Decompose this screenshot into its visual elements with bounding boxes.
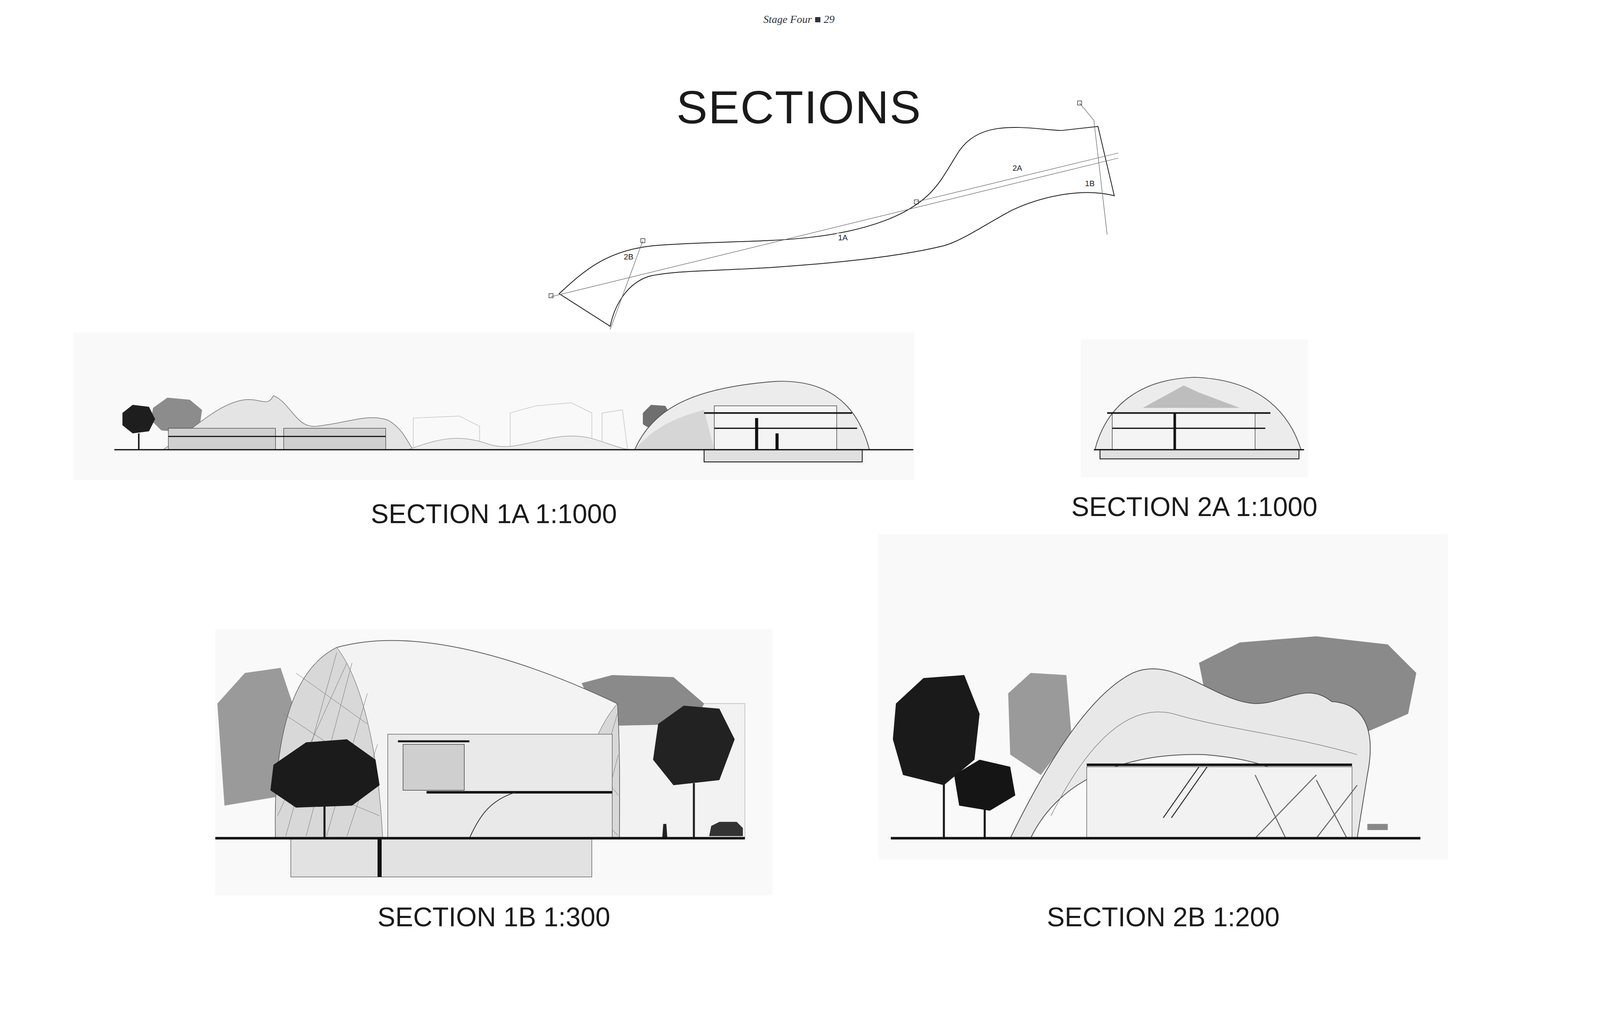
car bbox=[709, 822, 743, 837]
panel-ground bbox=[878, 534, 1449, 860]
canopy-roof bbox=[1010, 669, 1370, 839]
person bbox=[662, 824, 668, 839]
ground-line bbox=[890, 837, 1421, 840]
interior-volume bbox=[1086, 767, 1353, 839]
ground-line bbox=[114, 449, 914, 451]
section-1b-drawing bbox=[215, 640, 745, 878]
dome bbox=[1095, 377, 1302, 450]
glazing bbox=[402, 744, 465, 791]
section-2b-drawing bbox=[890, 636, 1421, 839]
wall bbox=[755, 418, 758, 450]
floor-slab bbox=[1112, 427, 1265, 430]
floor-slab bbox=[168, 435, 386, 438]
section-marker bbox=[914, 200, 919, 205]
section-panel: SECTION 1B 1:300 bbox=[215, 629, 773, 938]
strut bbox=[1255, 775, 1358, 839]
building-volume bbox=[168, 428, 276, 450]
tree-trunk bbox=[692, 783, 695, 839]
basement bbox=[704, 450, 863, 463]
section-caption: SECTION 2A 1:1000 bbox=[1071, 491, 1318, 523]
floor-slab bbox=[426, 791, 613, 794]
section-caption: SECTION 1B 1:300 bbox=[377, 902, 610, 933]
page-title: SECTIONS bbox=[676, 80, 922, 135]
floor-slab bbox=[1086, 763, 1353, 767]
floor-slab bbox=[704, 412, 853, 415]
landscape-wave bbox=[408, 436, 633, 450]
bench bbox=[1367, 824, 1388, 831]
stair bbox=[1163, 767, 1208, 818]
section-mark: 1B bbox=[1083, 179, 1096, 189]
section-mark: 2B bbox=[622, 252, 635, 262]
section-line bbox=[1079, 102, 1094, 121]
tree-trunk bbox=[137, 433, 140, 450]
key-plan bbox=[549, 100, 1119, 330]
floor-slab bbox=[1107, 412, 1271, 415]
basement bbox=[290, 838, 592, 878]
section-marker bbox=[640, 238, 645, 243]
panel-ground bbox=[73, 332, 915, 481]
dome bbox=[634, 381, 870, 450]
section-panel: SECTION 1A 1:1000 bbox=[73, 332, 915, 534]
mountain-backdrop bbox=[1142, 385, 1240, 408]
page-header: Stage Four ■ 29 bbox=[762, 13, 836, 26]
stair bbox=[469, 792, 516, 839]
section-panel: SECTION 2A 1:1000 bbox=[1062, 340, 1326, 528]
ground-line bbox=[215, 837, 745, 840]
section-line bbox=[550, 157, 1119, 297]
tree bbox=[954, 760, 1016, 811]
berm bbox=[634, 410, 715, 450]
wave-roof bbox=[163, 395, 414, 450]
section-mark: 1A bbox=[836, 233, 849, 243]
tree bbox=[122, 405, 155, 434]
tree bbox=[652, 705, 735, 786]
section-line bbox=[916, 152, 1119, 203]
section-caption: SECTION 1A 1:1000 bbox=[370, 498, 618, 530]
tree bbox=[270, 739, 380, 808]
site-outline bbox=[559, 126, 1115, 327]
section-panel: SECTION 2B 1:200 bbox=[878, 534, 1449, 937]
section-marker bbox=[1077, 100, 1082, 105]
basement bbox=[1100, 450, 1300, 460]
tree-trunk bbox=[323, 805, 326, 839]
section-1a-drawing bbox=[114, 381, 914, 463]
interior-volume bbox=[1112, 413, 1255, 450]
panel-ground bbox=[215, 629, 773, 896]
wall bbox=[1173, 413, 1176, 450]
section-2a-drawing bbox=[1093, 377, 1304, 460]
floor-slab bbox=[714, 427, 858, 430]
tree-trunk bbox=[983, 807, 986, 839]
wall bbox=[775, 433, 779, 450]
section-marker bbox=[549, 293, 554, 298]
floor-slab bbox=[397, 740, 470, 743]
section-mark: 2A bbox=[1011, 163, 1024, 173]
vault-roof bbox=[275, 640, 620, 839]
interior-volume bbox=[387, 734, 613, 839]
panel-ground bbox=[1080, 339, 1308, 478]
wall bbox=[377, 838, 382, 878]
tree-trunk bbox=[942, 780, 945, 839]
section-line bbox=[1093, 120, 1108, 235]
section-caption: SECTION 2B 1:200 bbox=[1047, 902, 1280, 933]
section-line bbox=[610, 240, 643, 330]
building-volume bbox=[283, 428, 386, 450]
ground-line bbox=[1093, 449, 1304, 451]
